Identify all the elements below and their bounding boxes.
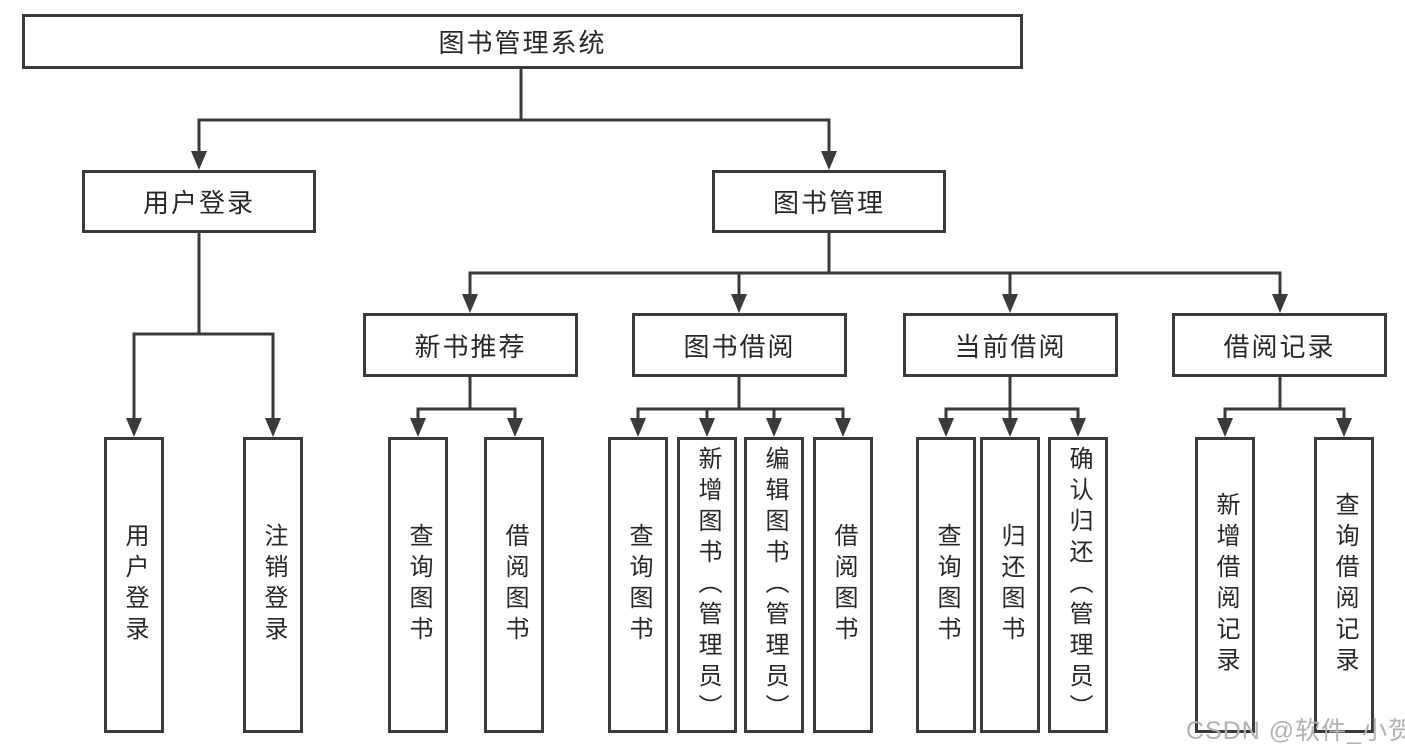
leaf-query-borrow-record: 查询借阅记录 [1314, 437, 1374, 733]
node-current-borrow-label: 当前借阅 [954, 331, 1067, 362]
leaf-borrow-books-2-label: 借阅图书 [830, 523, 857, 647]
arrowhead [1217, 418, 1233, 437]
node-user-login: 用户登录 [82, 170, 316, 233]
arrowhead [1002, 294, 1018, 313]
leaf-add-borrow-record-label: 新增借阅记录 [1212, 492, 1239, 678]
arrowhead [126, 418, 142, 437]
node-root-label: 图书管理系统 [438, 28, 607, 58]
arrowhead [1336, 418, 1352, 437]
leaf-return-book-label: 归还图书 [997, 523, 1024, 647]
leaf-query-books-3: 查询图书 [916, 437, 976, 733]
node-book-borrow-label: 图书借阅 [683, 331, 796, 362]
leaf-query-borrow-record-label: 查询借阅记录 [1331, 492, 1358, 678]
arrowhead [699, 418, 715, 437]
leaf-add-book-admin-label: 新增图书（管理员） [694, 445, 721, 725]
leaf-edit-book-admin: 编辑图书（管理员） [744, 437, 804, 733]
arrowhead [507, 418, 523, 437]
watermark: CSDN @软件_小贺同学 [1186, 717, 1405, 745]
node-new-book-recommend: 新书推荐 [363, 313, 578, 377]
leaf-query-books-2-label: 查询图书 [625, 523, 652, 647]
leaf-add-book-admin: 新增图书（管理员） [677, 437, 737, 733]
leaf-confirm-return-admin-label: 确认归还（管理员） [1065, 445, 1092, 725]
node-book-management-label: 图书管理 [772, 188, 885, 218]
node-root: 图书管理系统 [22, 14, 1023, 69]
arrowhead [462, 294, 478, 313]
arrowhead [731, 294, 747, 313]
leaf-user-login-label: 用户登录 [121, 523, 148, 647]
leaf-query-books-3-label: 查询图书 [933, 523, 960, 647]
node-borrow-records-label: 借阅记录 [1223, 331, 1336, 362]
leaf-borrow-books-1: 借阅图书 [484, 437, 544, 733]
leaf-return-book: 归还图书 [980, 437, 1040, 733]
arrowhead [630, 418, 646, 437]
leaf-query-books-2: 查询图书 [608, 437, 668, 733]
node-user-login-label: 用户登录 [142, 188, 255, 218]
arrowhead [1070, 418, 1086, 437]
leaf-edit-book-admin-label: 编辑图书（管理员） [761, 445, 788, 725]
arrowhead [938, 418, 954, 437]
leaf-user-login: 用户登录 [104, 437, 164, 733]
leaf-logout: 注销登录 [243, 437, 303, 733]
leaf-borrow-books-2: 借阅图书 [813, 437, 873, 733]
node-book-borrow: 图书借阅 [632, 313, 847, 377]
arrowhead [191, 151, 207, 170]
node-book-management: 图书管理 [712, 170, 946, 233]
leaf-logout-label: 注销登录 [260, 523, 287, 647]
arrowhead [766, 418, 782, 437]
arrowhead [835, 418, 851, 437]
leaf-query-books-1: 查询图书 [388, 437, 448, 733]
node-new-book-recommend-label: 新书推荐 [414, 331, 527, 362]
node-borrow-records: 借阅记录 [1172, 313, 1387, 377]
arrowhead [265, 418, 281, 437]
arrowhead [821, 151, 837, 170]
arrowhead [1272, 294, 1288, 313]
leaf-borrow-books-1-label: 借阅图书 [501, 523, 528, 647]
arrowhead [410, 418, 426, 437]
leaf-add-borrow-record: 新增借阅记录 [1195, 437, 1255, 733]
node-current-borrow: 当前借阅 [903, 313, 1118, 377]
leaf-confirm-return-admin: 确认归还（管理员） [1048, 437, 1108, 733]
arrowhead [1002, 418, 1018, 437]
leaf-query-books-1-label: 查询图书 [405, 523, 432, 647]
